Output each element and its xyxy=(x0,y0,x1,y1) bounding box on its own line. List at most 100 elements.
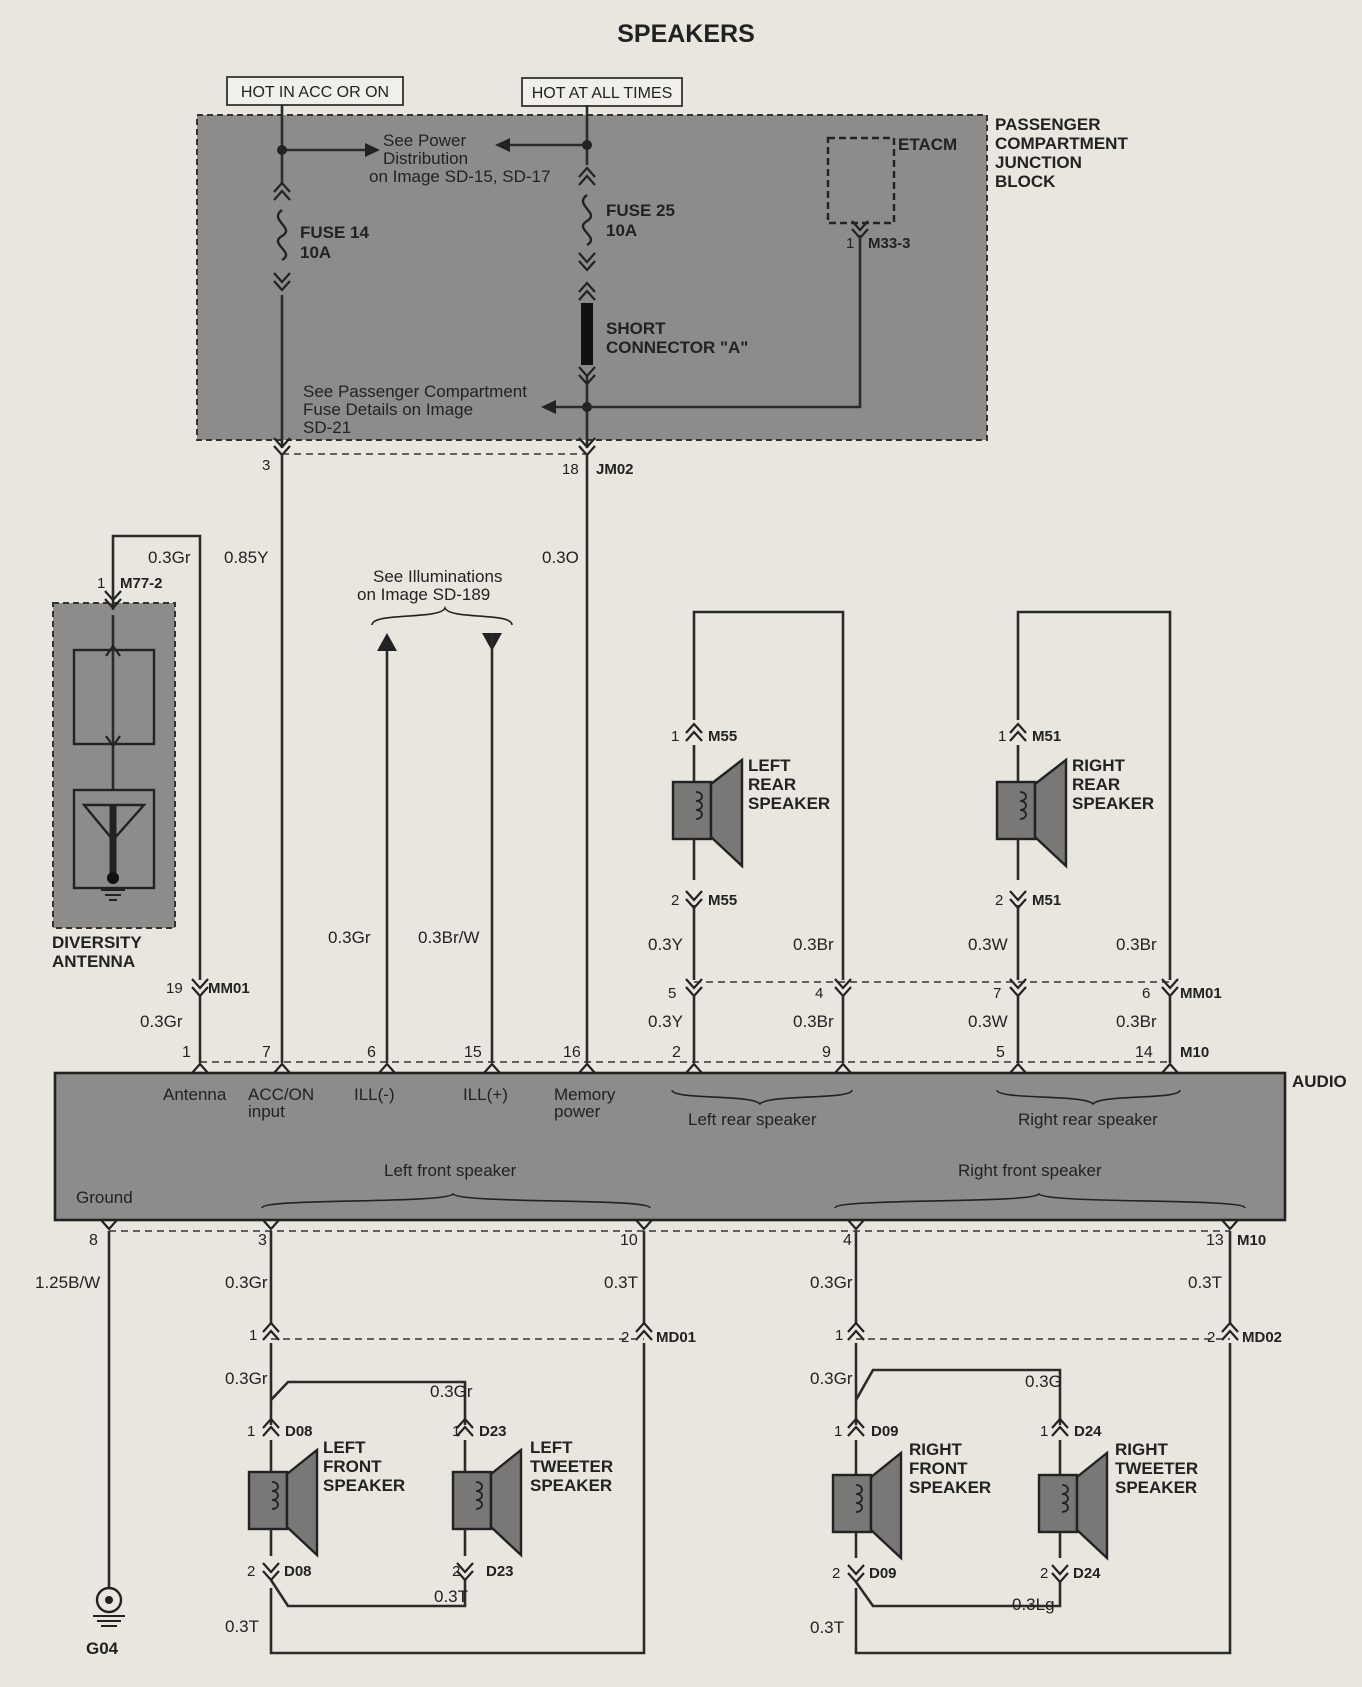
antenna-pin: 1 xyxy=(97,575,105,592)
svg-text:2: 2 xyxy=(621,1329,629,1346)
mm01-pin-6: 6 xyxy=(1142,985,1150,1002)
right-rear-speaker: 1 M51 RIGHT REAR SPEAKER 2 M51 0.3W 0.3B… xyxy=(968,610,1172,980)
audio-pin-3: 3 xyxy=(258,1232,267,1249)
hot-all-box xyxy=(521,77,683,107)
fuse-14-icon xyxy=(276,209,288,262)
speaker-icon xyxy=(869,1450,903,1561)
svg-text:LEFT REAR SPEAKER: LEFT REAR SPEAKER xyxy=(748,756,830,813)
svg-text:D24: D24 xyxy=(1073,1565,1101,1582)
audio-conn-top: M10 xyxy=(1180,1044,1209,1061)
svg-text:LEFT TWEETER SPEAK: LEFT TWEETER SPEAKER xyxy=(530,1438,618,1495)
audio-right-front-label: Right front speaker xyxy=(958,1161,1102,1180)
audio-conn-bottom: M10 xyxy=(1237,1232,1266,1249)
mm01-pin-7: 7 xyxy=(993,985,1001,1002)
antenna-conn: M77-2 xyxy=(120,575,163,592)
audio-left-front-label: Left front speaker xyxy=(384,1161,517,1180)
jm02-pin-3: 3 xyxy=(262,457,270,474)
audio-pin-14: 14 xyxy=(1135,1044,1153,1061)
audio-unit xyxy=(53,1071,1287,1222)
jm02-pin-18: 18 xyxy=(562,461,579,478)
svg-text:RIGHT FRONT SPEAKE: RIGHT FRONT SPEAKER xyxy=(909,1440,991,1497)
audio-label: AUDIO xyxy=(1292,1072,1347,1091)
speaker-icon xyxy=(489,1447,523,1558)
svg-text:2: 2 xyxy=(832,1565,840,1582)
mm01-pin-5: 5 xyxy=(668,985,676,1002)
svg-text:1: 1 xyxy=(998,728,1006,745)
ground-label: G04 xyxy=(86,1639,119,1658)
svg-text:D09: D09 xyxy=(869,1565,897,1582)
svg-text:D24: D24 xyxy=(1074,1423,1102,1440)
svg-text:0.3W: 0.3W xyxy=(968,935,1008,954)
svg-text:MD02: MD02 xyxy=(1242,1329,1282,1346)
svg-text:0.3Gr: 0.3Gr xyxy=(430,1382,473,1401)
audio-ground-label: Ground xyxy=(76,1188,133,1207)
wire-acc-label: 0.85Y xyxy=(224,548,268,567)
audio-pin-16: 16 xyxy=(563,1044,581,1061)
audio-pin-7: 7 xyxy=(262,1044,271,1061)
see-fuse-details-label: See Passenger Compartment Fuse Details o… xyxy=(303,382,532,437)
jm02-conn: JM02 xyxy=(596,461,634,478)
svg-text:1: 1 xyxy=(834,1423,842,1440)
svg-text:LEFT FRONT SPEAKER: LEFT FRONT SPEAKER xyxy=(323,1438,405,1495)
svg-text:RIGHT REAR SPEAKER: RIGHT REAR SPEAKER xyxy=(1072,756,1154,813)
wire-ground-label: 1.25B/W xyxy=(35,1273,100,1292)
svg-text:D23: D23 xyxy=(479,1423,507,1440)
audio-pin-15: 15 xyxy=(464,1044,482,1061)
wire-ill-minus: 0.3Gr xyxy=(328,928,371,947)
hot-acc-label: HOT IN ACC OR ON xyxy=(241,84,389,101)
svg-text:0.3T: 0.3T xyxy=(1188,1273,1222,1292)
mm01-pin-19: 19 xyxy=(166,980,183,997)
svg-text:D09: D09 xyxy=(871,1423,899,1440)
svg-text:D23: D23 xyxy=(486,1563,514,1580)
fuse-25-label: FUSE 25 10A xyxy=(606,201,680,240)
svg-text:0.3Br: 0.3Br xyxy=(1116,935,1157,954)
svg-text:2: 2 xyxy=(671,892,679,909)
see-power-label: See Power Distribution on Image SD-15, S… xyxy=(369,131,550,186)
audio-pin-5: 5 xyxy=(996,1044,1005,1061)
svg-text:0.3G: 0.3G xyxy=(1025,1372,1062,1391)
audio-pin-4: 4 xyxy=(843,1232,852,1249)
svg-text:2: 2 xyxy=(452,1563,460,1580)
audio-pin-1: 1 xyxy=(182,1044,191,1061)
etacm-conn: M33-3 xyxy=(868,235,911,252)
svg-text:0.3Gr: 0.3Gr xyxy=(810,1273,853,1292)
wire-lr-a2: 0.3Y xyxy=(648,1012,683,1031)
audio-pin-6: 6 xyxy=(367,1044,376,1061)
mm01-antenna-conn: MM01 xyxy=(208,980,250,997)
etacm-box xyxy=(826,136,896,225)
svg-text:0.3Br: 0.3Br xyxy=(793,935,834,954)
svg-text:1: 1 xyxy=(452,1423,460,1440)
svg-text:1: 1 xyxy=(835,1327,843,1344)
svg-text:0.3Gr: 0.3Gr xyxy=(225,1369,268,1388)
wire-rr-b2: 0.3Br xyxy=(1116,1012,1157,1031)
audio-pin-13: 13 xyxy=(1206,1232,1224,1249)
wire-ill-plus: 0.3Br/W xyxy=(418,928,479,947)
wire-bat-label: 0.3O xyxy=(542,548,579,567)
audio-right-rear-label: Right rear speaker xyxy=(1018,1110,1158,1129)
svg-text:1: 1 xyxy=(249,1327,257,1344)
audio-pin-9: 9 xyxy=(822,1044,831,1061)
svg-text:0.3Y: 0.3Y xyxy=(648,935,683,954)
svg-text:MD01: MD01 xyxy=(656,1329,696,1346)
svg-text:D08: D08 xyxy=(285,1423,313,1440)
junction-block-title: PASSENGER COMPARTMENT JUNCTION BLOCK xyxy=(995,115,1133,191)
left-front-circuit: 0.3Gr 0.3T 1 2 MD01 0.3Gr 0.3Gr 1 D08 LE… xyxy=(225,1231,696,1655)
audio-antenna-label: Antenna xyxy=(163,1085,227,1104)
audio-left-rear-label: Left rear speaker xyxy=(688,1110,817,1129)
speaker-icon xyxy=(1075,1450,1109,1561)
svg-text:1: 1 xyxy=(1040,1423,1048,1440)
audio-pin-10: 10 xyxy=(620,1232,638,1249)
short-connector-label: SHORT CONNECTOR "A" xyxy=(606,319,748,357)
audio-pin-8: 8 xyxy=(89,1232,98,1249)
svg-text:0.3Gr: 0.3Gr xyxy=(810,1369,853,1388)
right-front-circuit: 0.3Gr 0.3T 1 2 MD02 0.3Gr 0.3G 1 D09 RIG… xyxy=(810,1231,1282,1655)
wire-rr-a2: 0.3W xyxy=(968,1012,1008,1031)
svg-text:M55: M55 xyxy=(708,728,737,745)
svg-text:M51: M51 xyxy=(1032,892,1061,909)
svg-text:1: 1 xyxy=(247,1423,255,1440)
svg-text:2: 2 xyxy=(1207,1329,1215,1346)
antenna-wire-top: 0.3Gr xyxy=(148,548,191,567)
illumination-label: See Illuminations on Image SD-189 xyxy=(357,567,507,604)
hot-acc-box xyxy=(226,76,404,106)
